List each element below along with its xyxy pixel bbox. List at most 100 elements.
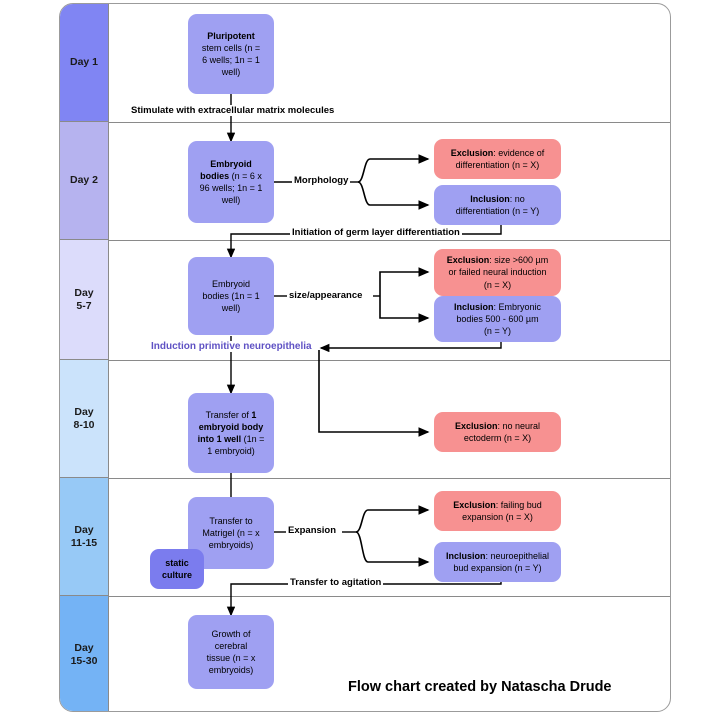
node-embryoid2-line3: 96 wells; 1n = 1 xyxy=(199,183,263,193)
day-cell-5-line2: 11-15 xyxy=(70,536,98,549)
node-inclusion11-line2: bud expansion (n = Y) xyxy=(453,563,542,573)
node-transfer8-line2: embryoid body xyxy=(198,421,264,432)
node-exclusion5-line2: or failed neural induction xyxy=(448,267,547,278)
wire-size-to-inclusion5 xyxy=(379,296,430,323)
node-growth-line2: cerebral xyxy=(214,640,248,651)
day-cell-1-line1: Day 1 xyxy=(69,56,99,69)
node-inclusion5-line2: bodies 500 - 600 µm xyxy=(456,313,539,324)
node-matrigel-line2: Matrigel (n = x xyxy=(202,527,260,538)
row-separator-1 xyxy=(108,122,670,123)
node-inclusion5-line3: (n = Y) xyxy=(483,326,512,337)
day-cell-4-line2: 8-10 xyxy=(73,418,95,431)
day-cell-5-line1: Day xyxy=(74,523,94,536)
node-exclusion5-label: Exclusion xyxy=(446,255,490,266)
node-transfer-embryoid-day8[interactable]: Transfer of 1 embryoid body into 1 well … xyxy=(188,393,274,473)
node-exclusion11-line2: expansion (n = X) xyxy=(462,512,533,522)
node-embryoid2-line4: well) xyxy=(221,195,241,206)
day-cell-6-line1: Day xyxy=(74,641,94,654)
day-cell-3: Day 5-7 xyxy=(60,240,108,360)
row-separator-3 xyxy=(108,360,670,361)
node-exclusion-day8[interactable]: Exclusion: no neural ectoderm (n = X) xyxy=(434,412,561,452)
edge-label-morphology: Morphology xyxy=(292,175,351,186)
day-cell-4-line1: Day xyxy=(74,405,94,418)
node-growth-line1: Growth of xyxy=(211,628,251,639)
node-embryoid2-line1: Embryoid xyxy=(210,158,252,169)
edge-label-expansion: Expansion xyxy=(286,525,339,536)
edge-label-induction: Induction primitive neuroepithelia xyxy=(149,341,314,352)
node-growth-line4: embryoids) xyxy=(208,665,254,676)
node-transfer8-line3b: (1n = xyxy=(241,434,265,444)
day-cell-2: Day 2 xyxy=(60,122,108,240)
node-exclusion2-line1b: : evidence of xyxy=(493,147,545,158)
node-embryoid5-line2: bodies (1n = 1 xyxy=(202,290,260,301)
node-embryoid-bodies-day5[interactable]: Embryoid bodies (1n = 1 well) xyxy=(188,257,274,335)
node-exclusion5-line3: (n = X) xyxy=(483,279,512,290)
chart-credit: Flow chart created by Natascha Drude xyxy=(348,679,612,695)
node-inclusion-day5[interactable]: Inclusion: Embryonic bodies 500 - 600 µm… xyxy=(434,296,561,342)
node-embryoid5-line1: Embryoid xyxy=(211,278,250,289)
node-matrigel-line3: embryoids) xyxy=(208,540,254,551)
node-exclusion-day11[interactable]: Exclusion: failing bud expansion (n = X) xyxy=(434,491,561,531)
day-cell-4: Day 8-10 xyxy=(60,360,108,478)
node-inclusion-day11[interactable]: Inclusion: neuroepithelial bud expansion… xyxy=(434,542,561,582)
row-separator-2 xyxy=(108,240,670,241)
wire-expansion-to-inclusion11 xyxy=(355,531,430,567)
node-pluripotent-line1: Pluripotent xyxy=(207,30,255,41)
node-exclusion-day2[interactable]: Exclusion: evidence of differentiation (… xyxy=(434,139,561,179)
node-exclusion5-line1b: : size >600 µm xyxy=(489,255,549,266)
node-inclusion-day2[interactable]: Inclusion: no differentiation (n = Y) xyxy=(434,185,561,225)
timeline-divider xyxy=(108,4,109,711)
edge-label-germ-layer: Initiation of germ layer differentiation xyxy=(290,227,462,238)
node-transfer8-line1: Transfer of xyxy=(205,409,252,420)
node-matrigel-line1: Transfer to xyxy=(209,515,253,526)
row-separator-4 xyxy=(108,478,670,479)
node-embryoid2-line2b: (n = 6 x xyxy=(229,170,262,181)
node-exclusion11-label: Exclusion xyxy=(453,499,496,510)
node-embryoid2-line2: bodies xyxy=(200,170,230,181)
node-transfer8-line4: 1 embryoid) xyxy=(207,446,255,457)
node-exclusion11-line1b: : failing bud xyxy=(495,499,542,510)
node-exclusion8-line1b: : no neural xyxy=(497,420,541,431)
node-inclusion2-label: Inclusion xyxy=(470,193,510,204)
node-exclusion-day5[interactable]: Exclusion: size >600 µm or failed neural… xyxy=(434,249,561,296)
edge-label-stimulate: Stimulate with extracellular matrix mole… xyxy=(129,105,337,116)
node-pluripotent-line3: 6 wells; 1n = 1 xyxy=(202,55,260,65)
node-exclusion2-line2: differentiation (n = X) xyxy=(455,160,540,170)
wire-morphology-to-inclusion xyxy=(357,181,430,210)
node-pluripotent-stem-cells[interactable]: Pluripotent stem cells (n = 6 wells; 1n … xyxy=(188,14,274,94)
node-inclusion5-line1b: : Embryonic xyxy=(493,301,542,312)
wire-morphology-to-exclusion xyxy=(357,154,430,183)
node-exclusion8-line2: ectoderm (n = X) xyxy=(463,433,532,443)
node-transfer8-line1b: 1 xyxy=(251,409,257,420)
node-transfer8-line3: into 1 well xyxy=(197,434,242,444)
node-inclusion11-line1b: : neuroepithelial xyxy=(485,550,550,561)
flowchart-frame: Day 1 Day 2 Day 5-7 Day 8-10 xyxy=(59,3,671,712)
node-pluripotent-line4: well) xyxy=(221,67,241,78)
row-separator-5 xyxy=(108,596,670,597)
node-growth-line3: tissue (n = x xyxy=(206,653,256,663)
day-cell-6: Day 15-30 xyxy=(60,596,108,711)
node-inclusion2-line1b: : no xyxy=(509,193,525,204)
node-growth-cerebral-tissue[interactable]: Growth of cerebral tissue (n = x embryoi… xyxy=(188,615,274,689)
node-static-culture[interactable]: static culture xyxy=(150,549,204,589)
timeline-day-column: Day 1 Day 2 Day 5-7 Day 8-10 xyxy=(60,4,108,711)
day-cell-2-line1: Day 2 xyxy=(69,174,99,187)
node-exclusion2-label: Exclusion xyxy=(450,147,494,158)
edge-label-size-appearance: size/appearance xyxy=(287,290,365,301)
node-pluripotent-line2: stem cells (n = xyxy=(201,42,261,53)
node-embryoid-bodies-day2[interactable]: Embryoid bodies (n = 6 x 96 wells; 1n = … xyxy=(188,141,274,223)
day-cell-1: Day 1 xyxy=(60,4,108,122)
node-embryoid5-line3: well) xyxy=(221,303,241,314)
node-inclusion2-line2: differentiation (n = Y) xyxy=(455,206,540,216)
node-inclusion11-label: Inclusion xyxy=(445,550,486,561)
wire-expansion-to-exclusion11 xyxy=(355,505,430,533)
day-cell-5: Day 11-15 xyxy=(60,478,108,596)
edge-label-agitation: Transfer to agitation xyxy=(288,577,384,588)
node-inclusion5-label: Inclusion xyxy=(453,301,494,312)
wire-to-exclusion8 xyxy=(318,350,430,437)
node-exclusion8-label: Exclusion xyxy=(454,420,498,431)
node-static-culture-line1: static xyxy=(165,557,189,568)
node-static-culture-line2: culture xyxy=(161,570,192,580)
wire-size-to-exclusion5 xyxy=(379,267,430,296)
